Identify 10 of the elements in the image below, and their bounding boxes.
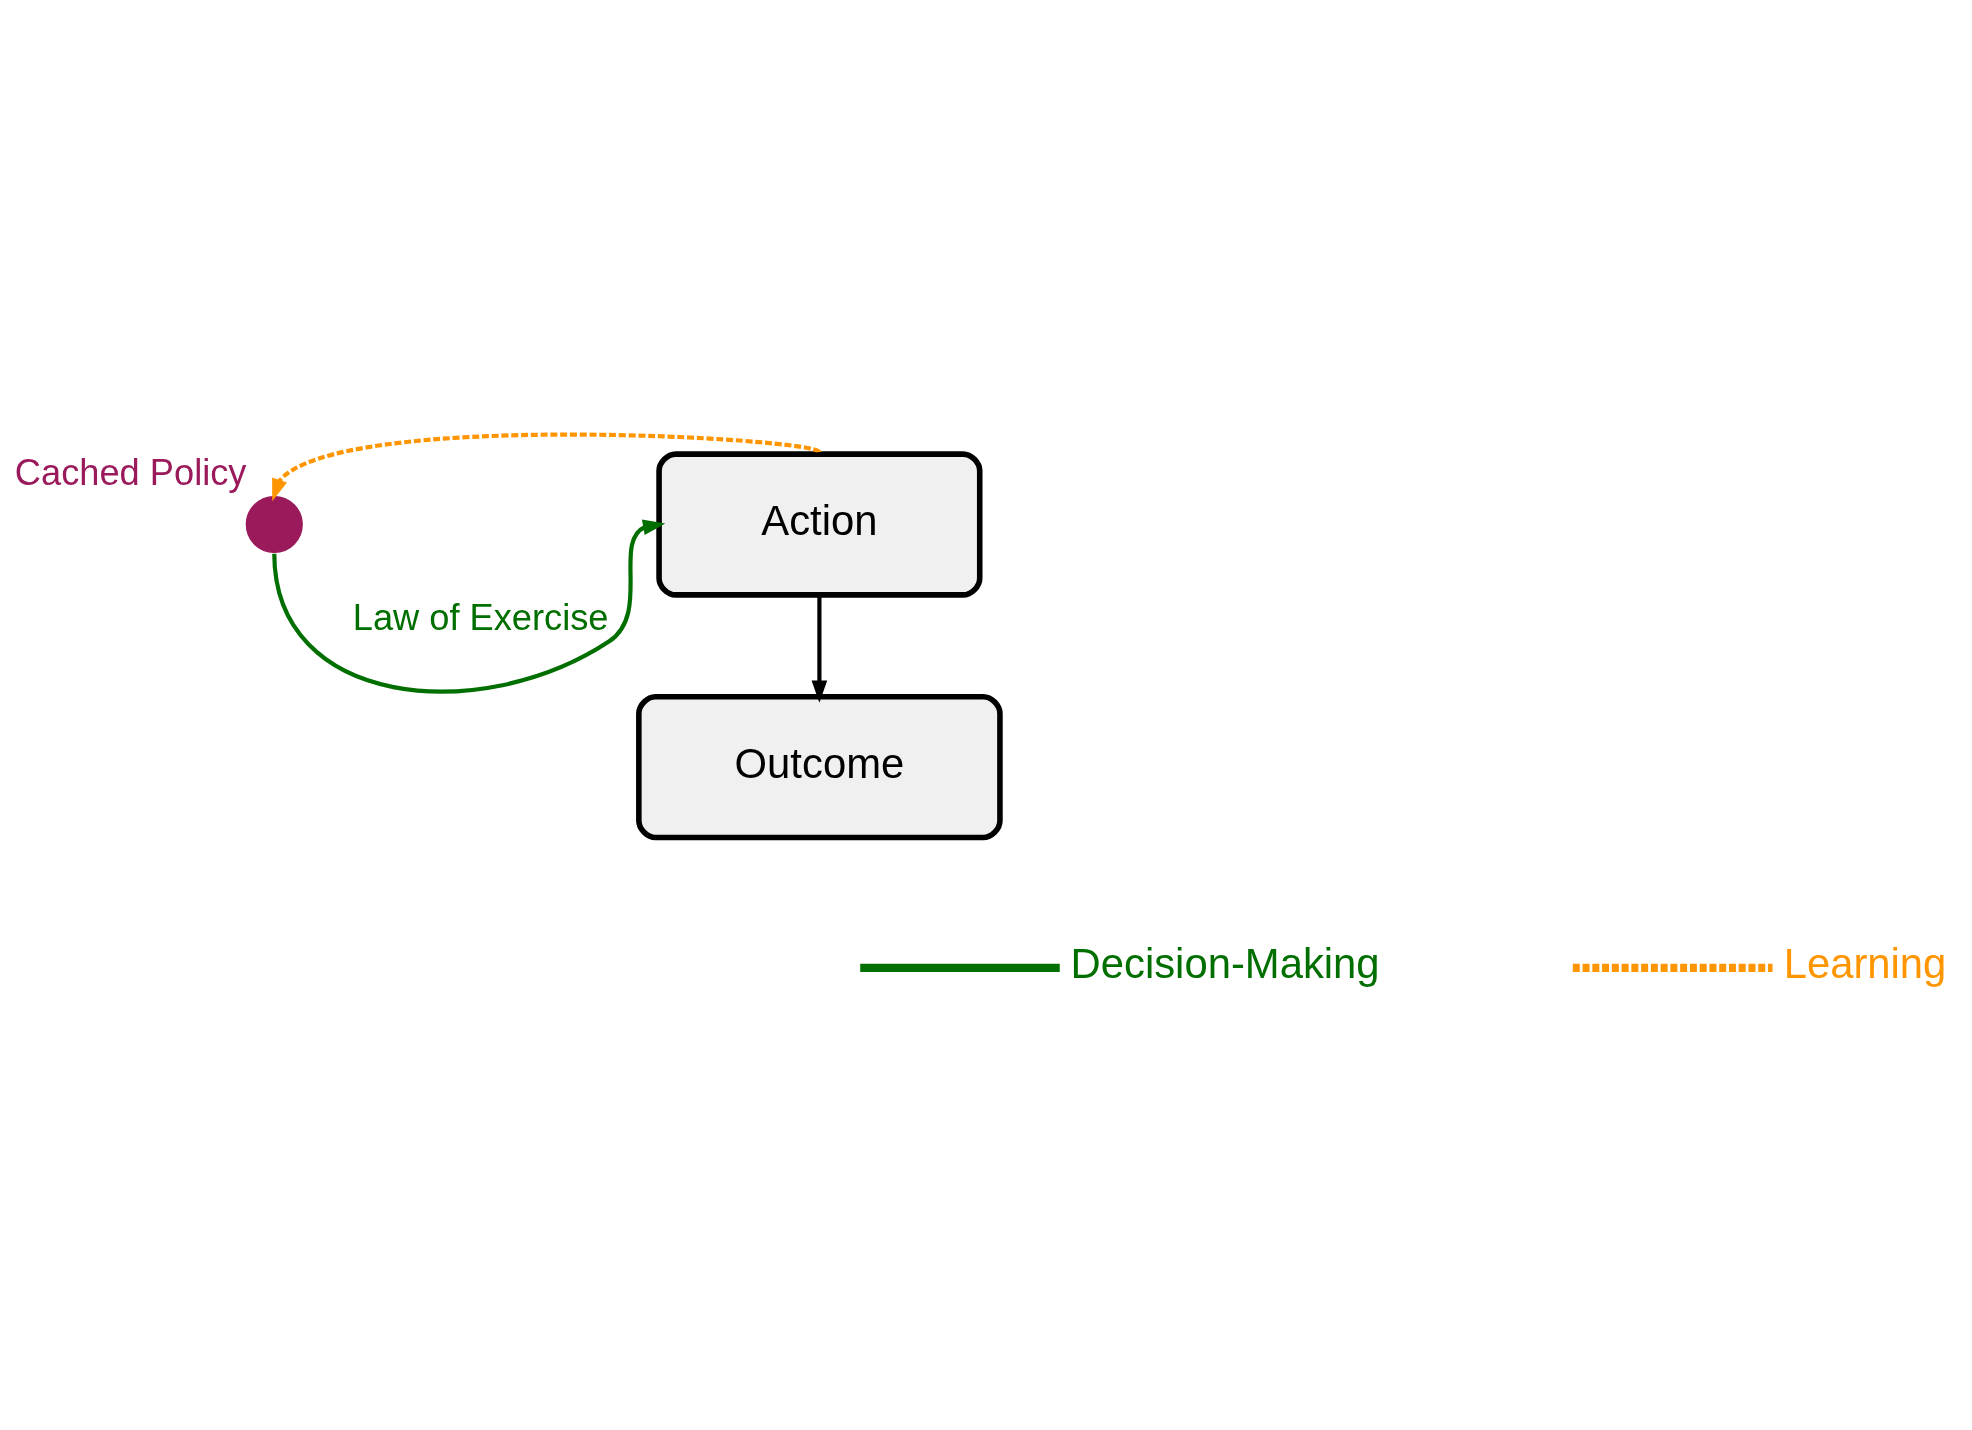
node-box: Action: [656, 450, 983, 598]
legend-label: Learning: [1783, 939, 1947, 987]
edge-label: Law of Exercise: [352, 596, 609, 638]
node-box: Outcome: [636, 693, 1003, 840]
arrow: [272, 432, 821, 501]
node-label: Cached Policy: [14, 451, 247, 493]
arrow: [272, 519, 666, 693]
legend-label: Decision-Making: [1070, 939, 1380, 987]
node-circle: [245, 495, 303, 553]
arrow: [811, 594, 828, 703]
